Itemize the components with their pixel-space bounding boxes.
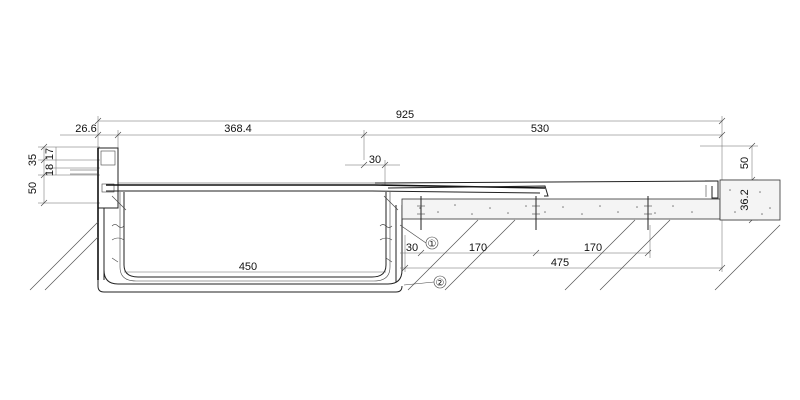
channel-body [97,192,403,293]
dimension-lines-left [38,143,100,207]
dim-overall-width: 925 [396,109,414,121]
callout-1: ① [399,224,439,250]
dim-anchor-span: 475 [551,257,569,269]
dim-channel-span: 368.4 [224,123,252,135]
concrete-aggregate-dots [419,189,771,215]
callout-2-label: ② [436,278,445,289]
anchor-bolt-3 [644,196,652,230]
callout-1-label: ① [428,239,437,250]
dim-left-small-1: 17 [44,148,56,160]
dimension-lines-bottom [124,220,726,273]
dim-cover-span: 530 [531,123,549,135]
anchor-bolts [417,196,652,230]
left-frame [70,147,119,280]
dim-left-top-height: 35 [27,154,39,166]
dim-left-frame-height: 50 [27,182,39,194]
dim-channel-inner-width: 450 [239,261,257,273]
callout-2: ② [403,275,447,289]
ground-hatching [29,219,781,291]
dimension-labels: 925 26.6 368.4 530 30 30 170 170 475 450… [27,109,751,273]
cover-plate [106,180,719,199]
dimension-lines-top [60,116,726,185]
dim-anchor-spacing-2: 170 [584,242,602,254]
dim-right-concrete-height: 36.2 [739,189,751,210]
dim-edge-offset: 26.6 [75,123,96,135]
dim-right-cover-height: 50 [739,157,751,169]
dim-lip-offset: 30 [369,154,381,166]
dim-left-small-2: 18 [44,164,56,176]
anchor-bolt-2 [532,196,540,230]
dim-bottom-offset: 30 [406,242,418,254]
anchor-bolt-1 [417,196,425,230]
concrete-slab [401,179,781,221]
dim-anchor-spacing-1: 170 [469,242,487,254]
